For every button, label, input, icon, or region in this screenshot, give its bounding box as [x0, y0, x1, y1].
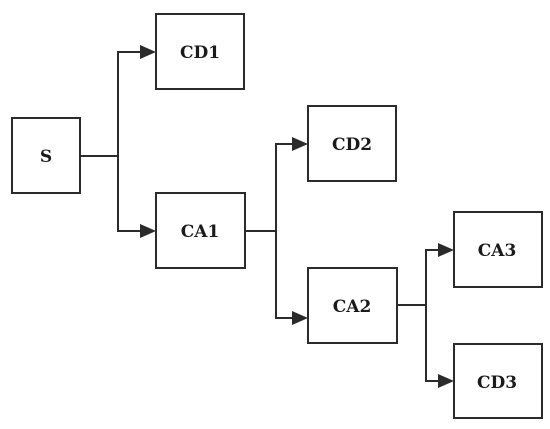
node-ca3: CA3 [453, 211, 543, 288]
node-ca2-label: CA2 [333, 297, 372, 317]
edge-s-to-cd1 [80, 45, 156, 157]
arrowhead-icon [140, 224, 156, 238]
node-cd2-label: CD2 [332, 135, 372, 155]
edge-ca1-to-ca2 [275, 231, 308, 325]
node-ca1: CA1 [155, 192, 246, 269]
node-cd3: CD3 [453, 343, 543, 419]
node-cd1: CD1 [155, 13, 245, 90]
arrowhead-icon [140, 45, 156, 59]
arrowhead-icon [438, 243, 454, 257]
arrowhead-icon [292, 311, 308, 325]
node-ca2: CA2 [307, 267, 398, 344]
edge-ca2-to-ca3 [397, 243, 454, 306]
edge-ca2-to-cd3 [425, 305, 454, 388]
arrowhead-icon [292, 137, 308, 151]
node-s: S [11, 117, 81, 194]
node-cd2: CD2 [307, 105, 397, 182]
node-cd3-label: CD3 [477, 373, 517, 393]
node-s-label: S [40, 147, 52, 167]
edge-ca1-to-cd2 [245, 137, 308, 232]
node-ca1-label: CA1 [181, 222, 220, 242]
arrowhead-icon [438, 374, 454, 388]
edge-s-to-ca1 [117, 156, 156, 238]
node-cd1-label: CD1 [180, 43, 220, 63]
node-ca3-label: CA3 [478, 241, 517, 261]
